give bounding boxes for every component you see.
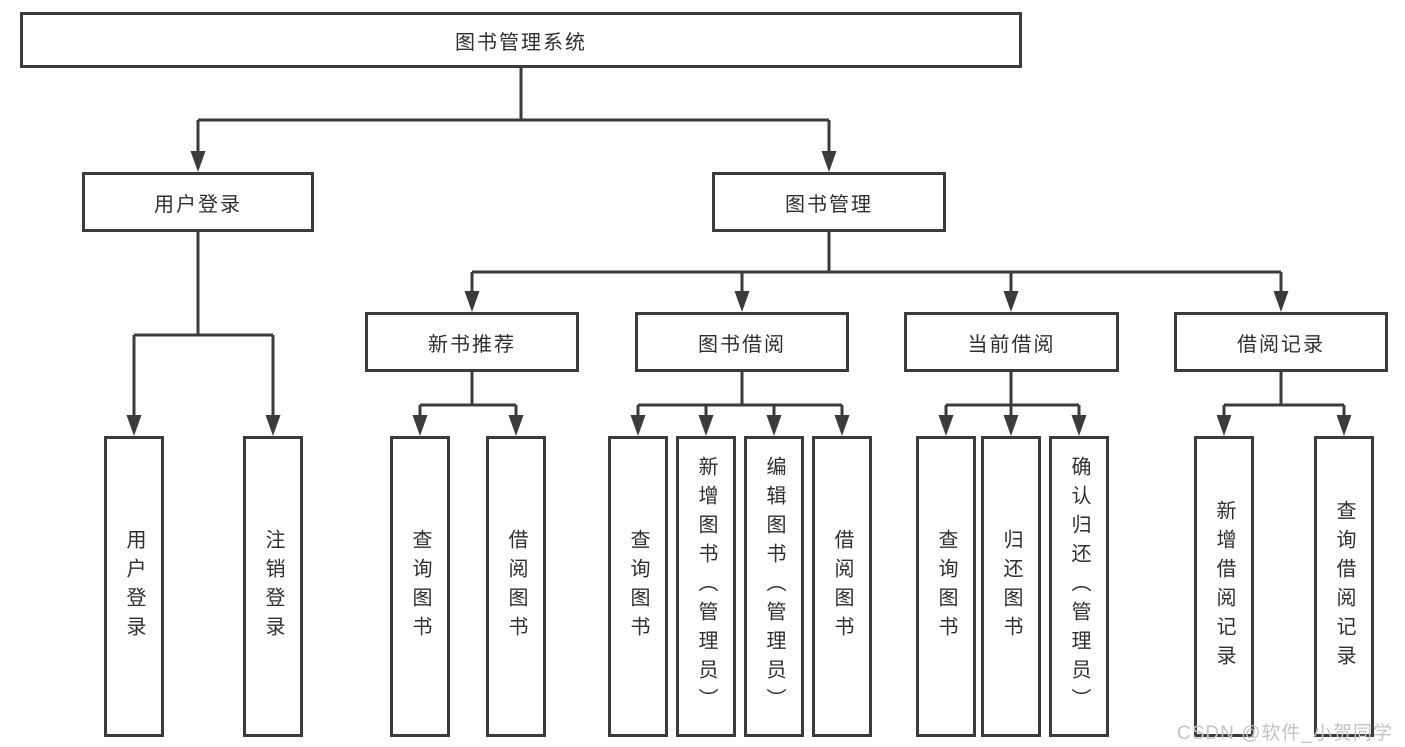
connector-current-to-leaves [944,372,1081,417]
arrow-down-icon [265,415,281,436]
leaf-label: 查询借阅记录 [1333,499,1355,674]
arrow-down-icon [464,291,480,312]
arrow-down-icon [412,415,428,436]
arrow-down-icon [834,415,850,436]
arrow-down-icon [1216,415,1232,436]
connector-login-to-leaves [132,232,275,417]
node-borrow-records: 借阅记录 [1174,312,1388,372]
leaf-logout: 注销登录 [243,436,303,737]
leaf-add-books-admin: 新增图书（管理员） [676,436,736,737]
arrow-down-icon [938,415,954,436]
arrow-down-icon [766,415,782,436]
arrow-down-icon [698,415,714,436]
node-library-system: 图书管理系统 [20,12,1022,68]
arrow-down-icon [821,151,837,172]
arrow-down-icon [1003,291,1019,312]
leaf-label: 注销登录 [262,528,284,645]
arrow-down-icon [1336,415,1352,436]
arrow-down-icon [734,291,750,312]
leaf-label: 归还图书 [1000,528,1022,645]
leaf-confirm-return-admin: 确认归还（管理员） [1049,436,1109,737]
arrow-down-icon [1071,415,1087,436]
connector-root-to-level2 [196,68,831,153]
node-user-login: 用户登录 [82,172,314,232]
connector-recommend-to-leaves [418,372,518,417]
node-new-book-recommend: 新书推荐 [365,312,579,372]
node-book-borrow: 图书借阅 [635,312,849,372]
leaf-label: 编辑图书（管理员） [763,456,785,717]
arrow-down-icon [508,415,524,436]
arrow-down-icon [1273,291,1289,312]
leaf-label: 借阅图书 [831,528,853,645]
connector-management-to-level3 [470,232,1283,293]
leaf-label: 新增图书（管理员） [695,456,717,717]
leaf-label: 查询图书 [935,528,957,645]
arrow-down-icon [630,415,646,436]
leaf-label: 借阅图书 [505,528,527,645]
leaf-query-books-recommend: 查询图书 [390,436,450,737]
leaf-label: 新增借阅记录 [1213,499,1235,674]
leaf-query-books-current: 查询图书 [916,436,976,737]
node-current-borrow: 当前借阅 [904,312,1119,372]
leaf-borrow-books-recommend: 借阅图书 [486,436,546,737]
leaf-label: 查询图书 [627,528,649,645]
leaf-add-borrow-record: 新增借阅记录 [1194,436,1254,737]
arrow-down-icon [190,151,206,172]
arrowheads [126,151,1352,436]
connector-borrow-to-leaves [636,372,844,417]
leaf-borrow-books: 借阅图书 [812,436,872,737]
leaf-label: 用户登录 [123,528,145,645]
csdn-watermark: CSDN @软件_小贺同学 [1177,723,1393,744]
node-book-management: 图书管理 [712,172,946,232]
leaf-query-borrow-record: 查询借阅记录 [1314,436,1374,737]
leaf-edit-books-admin: 编辑图书（管理员） [744,436,804,737]
leaf-label: 查询图书 [409,528,431,645]
arrow-down-icon [1003,415,1019,436]
connector-records-to-leaves [1222,372,1346,417]
arrow-down-icon [126,415,142,436]
leaf-return-books: 归还图书 [981,436,1041,737]
leaf-label: 确认归还（管理员） [1068,456,1090,717]
leaf-query-books-borrow: 查询图书 [608,436,668,737]
leaf-user-login: 用户登录 [104,436,164,737]
